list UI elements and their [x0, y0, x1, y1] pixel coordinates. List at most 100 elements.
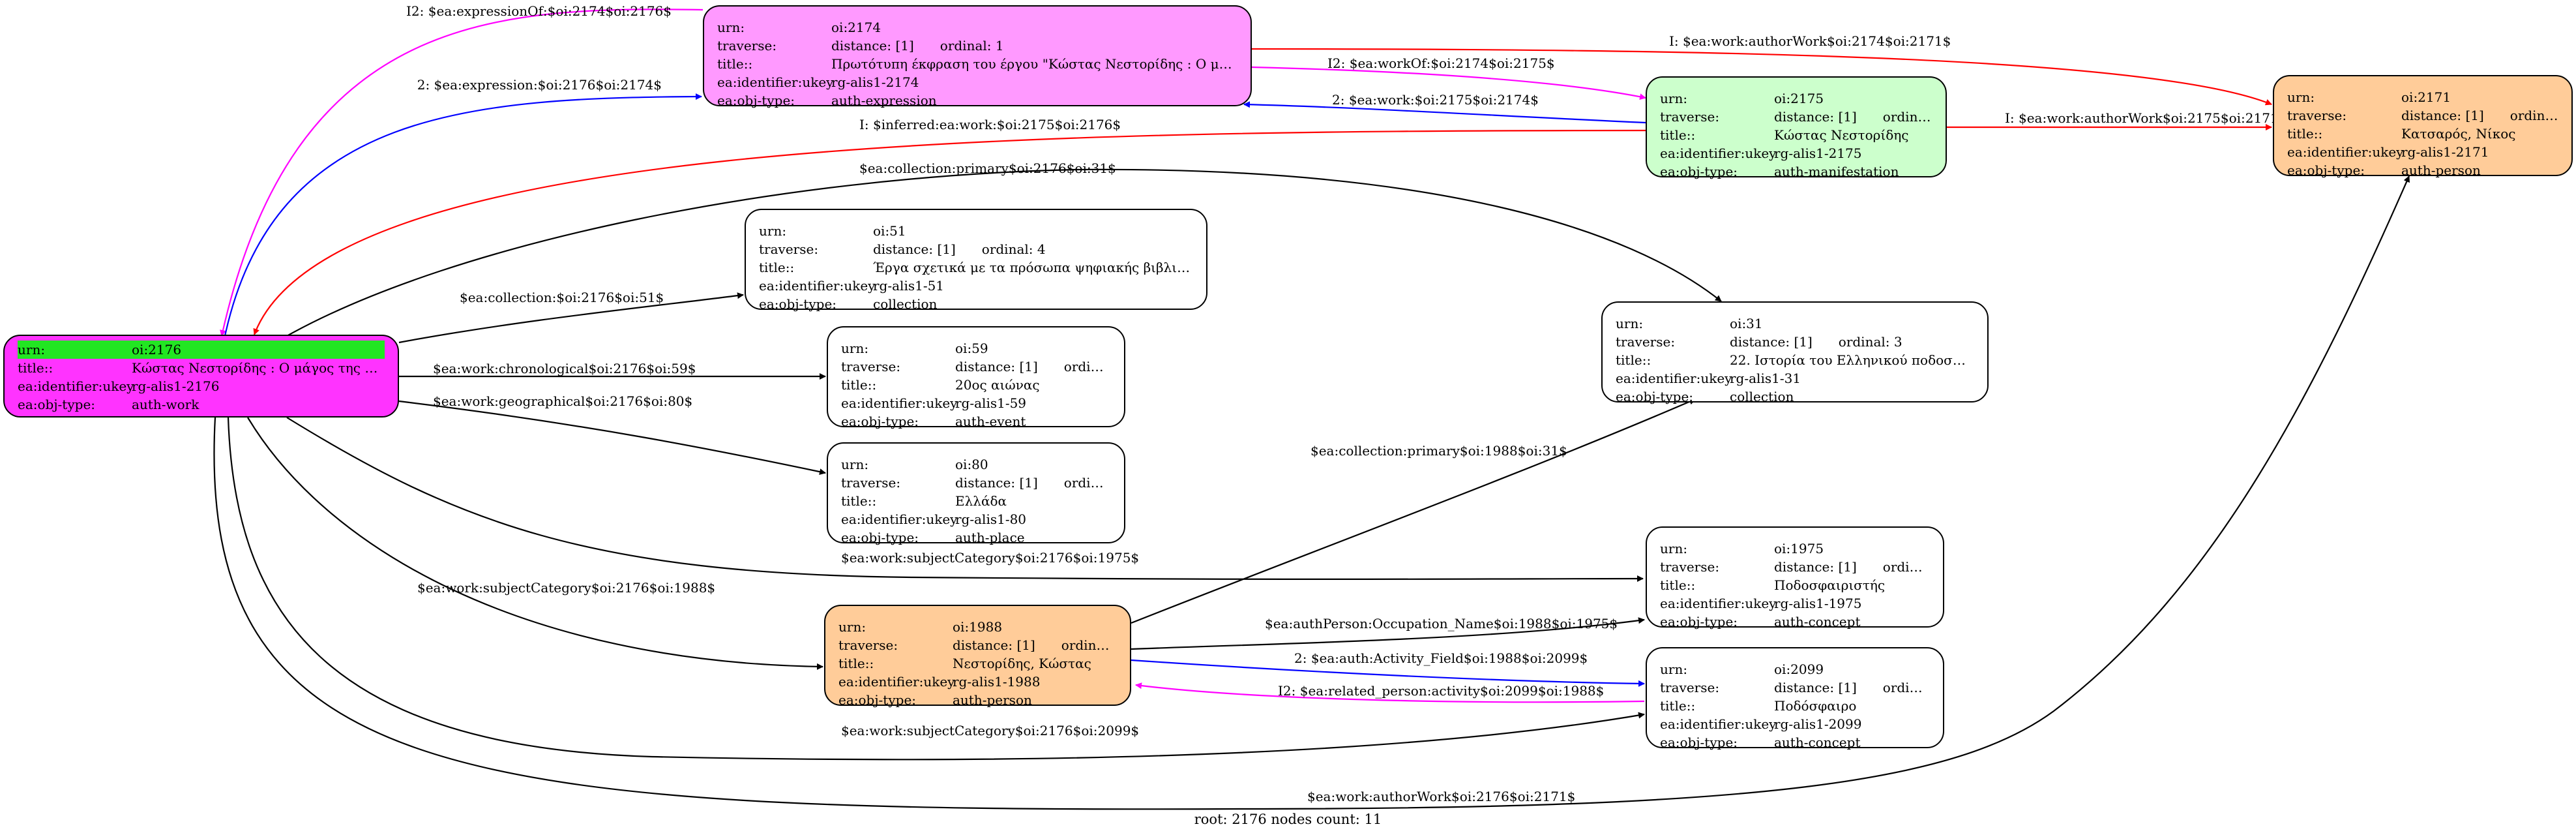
edge-label-e2: 2: $ea:expression:$oi:2176$oi:2174$ — [417, 77, 662, 93]
edge-label-e4: I2: $ea:workOf:$oi:2174$oi:2175$ — [1327, 55, 1555, 71]
edge-label-e17: I2: $ea:related_person:activity$oi:2099$… — [1278, 683, 1604, 699]
node-ukey: rg-alis1-59 — [955, 395, 1027, 411]
edge-label-e14: $ea:work:subjectCategory$oi:2176$oi:1988… — [417, 580, 715, 596]
key-ukey: ea:identifier:ukey — [2287, 144, 2404, 160]
key-urn: urn: — [841, 341, 869, 356]
edge-label-e10: $ea:work:chronological$oi:2176$oi:59$ — [433, 361, 696, 376]
edge-2175-to-2176 — [253, 129, 1646, 335]
key-traverse: traverse: — [841, 475, 901, 491]
node-objtype: auth-expression — [831, 93, 937, 108]
node-distance: distance: [1] — [955, 475, 1038, 491]
node-oi-80[interactable]: urn:oi:80 traverse:distance: [1]ordinal:… — [827, 442, 1125, 545]
key-traverse: traverse: — [1660, 680, 1720, 695]
edge-label-e12: $ea:collection:primary$oi:1988$oi:31$ — [1310, 443, 1567, 459]
edge-label-e8: $ea:collection:primary$oi:2176$oi:31$ — [859, 160, 1116, 176]
key-objtype: ea:obj-type: — [841, 414, 919, 429]
key-urn: urn: — [1616, 316, 1644, 331]
node-urn: oi:2171 — [2401, 89, 2451, 105]
node-objtype: auth-manifestation — [1774, 164, 1899, 179]
key-objtype: ea:obj-type: — [838, 692, 917, 708]
key-title: title:: — [838, 656, 874, 671]
node-oi-2176[interactable]: urn:oi:2176 title::Κώστας Νεστορίδης : Ο… — [3, 335, 399, 418]
node-objtype: auth-concept — [1774, 735, 1861, 750]
key-ukey: ea:identifier:ukey — [1616, 371, 1732, 386]
key-ukey: ea:identifier:ukey — [1660, 716, 1777, 732]
key-urn: urn: — [841, 457, 869, 472]
key-title: title:: — [1616, 352, 1651, 368]
node-title: Ποδοσφαιριστής — [1774, 577, 1886, 593]
node-oi-2099[interactable]: urn:oi:2099 traverse:distance: [1]ordina… — [1646, 647, 1944, 750]
key-title: title:: — [1660, 577, 1696, 593]
node-ukey: rg-alis1-2176 — [132, 378, 220, 394]
node-distance: distance: [1] — [1730, 334, 1813, 350]
edge-2176-to-51 — [398, 292, 744, 344]
key-title: title:: — [759, 260, 795, 275]
node-ukey: rg-alis1-1988 — [953, 674, 1041, 690]
node-urn: oi:2174 — [831, 20, 881, 35]
node-ordinal: ordinal: 9 — [1882, 559, 1930, 575]
key-urn: urn: — [1660, 91, 1688, 106]
node-objtype: auth-concept — [1774, 614, 1861, 630]
edge-label-e6: I: $inferred:ea:work:$oi:2175$oi:2176$ — [859, 117, 1121, 132]
node-ordinal: ordinal: 3 — [1838, 334, 1902, 350]
key-urn: urn: — [838, 619, 866, 635]
node-oi-1975[interactable]: urn:oi:1975 traverse:distance: [1]ordina… — [1646, 526, 1944, 630]
node-ukey: rg-alis1-1975 — [1774, 596, 1862, 611]
node-oi-51[interactable]: urn:oi:51 traverse:distance: [1]ordinal:… — [745, 209, 1207, 312]
edge-2176-to-2174 — [224, 93, 702, 337]
node-oi-59[interactable]: urn:oi:59 traverse:distance: [1]ordinal:… — [827, 326, 1125, 429]
key-ukey: ea:identifier:ukey — [841, 395, 958, 411]
key-objtype: ea:obj-type: — [759, 296, 837, 312]
node-ordinal: ordinal: 2 — [1882, 109, 1932, 125]
node-ukey: rg-alis1-51 — [873, 278, 945, 294]
key-traverse: traverse: — [717, 38, 777, 53]
node-urn: oi:1988 — [953, 619, 1003, 635]
key-urn: urn: — [1660, 541, 1688, 556]
key-traverse: traverse: — [838, 637, 898, 653]
node-ukey: rg-alis1-2171 — [2401, 144, 2489, 160]
edge-label-e5: 2: $ea:work:$oi:2175$oi:2174$ — [1332, 92, 1539, 108]
node-oi-1988[interactable]: urn:oi:1988 traverse:distance: [1]ordina… — [824, 605, 1131, 708]
node-ukey: rg-alis1-2099 — [1774, 716, 1862, 732]
key-traverse: traverse: — [1660, 559, 1720, 575]
node-title: Πρωτότυπη έκφραση του έργου "Κώστας Νεστ… — [831, 56, 1237, 72]
key-urn: urn: — [18, 342, 46, 357]
key-title: title:: — [841, 377, 877, 393]
key-objtype: ea:obj-type: — [1660, 164, 1738, 179]
node-objtype: auth-place — [955, 530, 1025, 545]
key-ukey: ea:identifier:ukey — [717, 74, 834, 90]
node-distance: distance: [1] — [873, 241, 956, 257]
node-ukey: rg-alis1-80 — [955, 511, 1027, 527]
key-title: title:: — [1660, 127, 1696, 143]
key-title: title:: — [1660, 698, 1696, 714]
node-urn: oi:80 — [955, 457, 988, 472]
edge-2176-to-80 — [398, 400, 826, 476]
edge-label-e3: I: $ea:work:authorWork$oi:2174$oi:2171$ — [1669, 33, 1951, 49]
edge-label-e11: $ea:work:geographical$oi:2176$oi:80$ — [433, 393, 692, 409]
node-urn: oi:2176 — [132, 342, 182, 357]
node-urn: oi:51 — [873, 223, 906, 239]
node-oi-2171[interactable]: urn:oi:2171 traverse:distance: [1]ordina… — [2273, 75, 2573, 178]
key-ukey: ea:identifier:ukey — [838, 674, 955, 690]
node-distance: distance: [1] — [953, 637, 1035, 653]
node-objtype: auth-person — [2401, 162, 2481, 178]
key-traverse: traverse: — [1616, 334, 1676, 350]
node-title: 22. Ιστορία του Ελληνικού ποδοσφαίρου — [1730, 352, 1974, 368]
key-urn: urn: — [2287, 89, 2315, 105]
key-ukey: ea:identifier:ukey — [18, 378, 134, 394]
edge-2174-to-2176 — [220, 8, 703, 337]
node-distance: distance: [1] — [1774, 680, 1857, 695]
edge-2176-to-2099 — [227, 417, 1645, 761]
node-urn: oi:1975 — [1774, 541, 1824, 556]
edge-label-e16: 2: $ea:auth:Activity_Field$oi:1988$oi:20… — [1294, 650, 1588, 666]
edge-2176-to-2171 — [213, 175, 2410, 810]
node-oi-2175[interactable]: urn:oi:2175 traverse:distance: [1]ordina… — [1646, 76, 1947, 179]
node-distance: distance: [1] — [831, 38, 914, 53]
node-ordinal: ordinal: 5 — [2509, 108, 2558, 123]
node-urn: oi:2099 — [1774, 661, 1824, 677]
node-oi-2174[interactable]: urn:oi:2174 traverse:distance: [1]ordina… — [703, 5, 1252, 108]
node-objtype: auth-person — [953, 692, 1032, 708]
key-objtype: ea:obj-type: — [2287, 162, 2365, 178]
edge-label-e7: I: $ea:work:authorWork$oi:2175$oi:2171$ — [2005, 110, 2287, 126]
node-oi-31[interactable]: urn:oi:31 traverse:distance: [1]ordinal:… — [1601, 301, 1989, 404]
